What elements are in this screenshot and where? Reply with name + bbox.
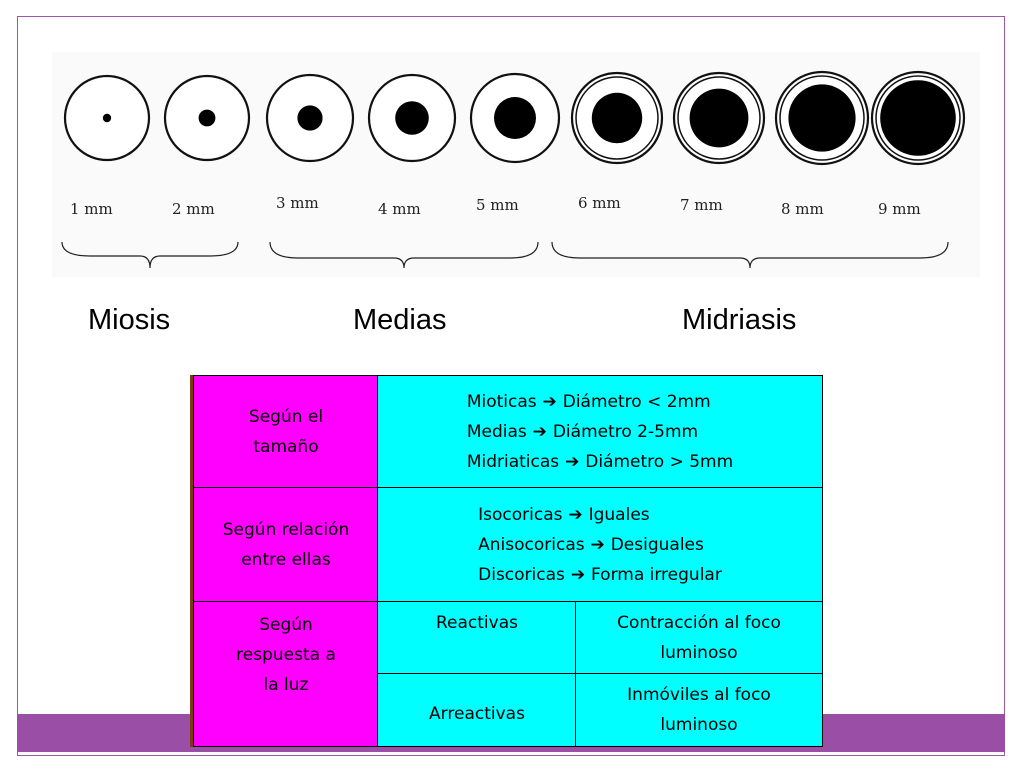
pupil-6mm bbox=[570, 71, 664, 165]
pupil-9mm bbox=[870, 70, 966, 166]
pupil-diagram bbox=[63, 70, 966, 166]
pupil-dot bbox=[591, 92, 643, 144]
brace-medias bbox=[269, 241, 539, 269]
pupil-4mm bbox=[367, 73, 457, 163]
pupil-label-1mm: 1 mm bbox=[70, 200, 113, 218]
size-desc: Diámetro < 2mm bbox=[562, 392, 711, 412]
pupil-label-7mm: 7 mm bbox=[680, 196, 723, 214]
iris-inner-ring bbox=[875, 75, 961, 161]
arreactivas-label: Arreactivas bbox=[429, 704, 525, 724]
reactivas-label: Reactivas bbox=[436, 613, 518, 633]
arreactivas-cell: Arreactivas bbox=[377, 673, 577, 747]
pupil-label-9mm: 9 mm bbox=[878, 200, 921, 218]
relation-line: Discoricas ➔ Forma irregular bbox=[478, 560, 722, 590]
size-desc: Diámetro > 5mm bbox=[585, 452, 734, 472]
arreactivas-desc-cell: Inmóviles al foco luminoso bbox=[575, 673, 823, 747]
relation-line: Isocoricas ➔ Iguales bbox=[478, 500, 650, 530]
size-desc: Diámetro 2-5mm bbox=[552, 422, 699, 442]
pupil-2mm bbox=[163, 74, 251, 162]
relation-desc: Desiguales bbox=[610, 535, 704, 555]
arreactivas-desc: Inmóviles al foco luminoso bbox=[627, 685, 771, 735]
pupil-5mm bbox=[469, 72, 561, 164]
reactivas-desc: Contracción al foco luminoso bbox=[617, 613, 781, 663]
pupil-dot bbox=[102, 113, 112, 123]
pupil-dot bbox=[689, 88, 749, 148]
relation-desc: Iguales bbox=[588, 505, 650, 525]
category-light-response: Según respuesta a la luz bbox=[193, 601, 379, 747]
pupil-dot bbox=[788, 84, 856, 152]
pupil-7mm bbox=[672, 71, 766, 165]
label-miosis: Miosis bbox=[88, 304, 171, 336]
relation-term: Discoricas bbox=[478, 565, 565, 585]
size-line: Medias ➔ Diámetro 2-5mm bbox=[467, 417, 698, 447]
pupil-dot bbox=[494, 97, 536, 139]
pupil-label-6mm: 6 mm bbox=[578, 194, 621, 212]
iris-inner-ring bbox=[575, 76, 659, 160]
size-term: Medias bbox=[466, 422, 527, 442]
arrow-icon: ➔ bbox=[564, 565, 591, 585]
pupil-classification-table: Según el tamaño Mioticas ➔ Diámetro < 2m… bbox=[190, 375, 823, 747]
reactivas-cell: Reactivas bbox=[377, 601, 577, 675]
relation-line: Anisocoricas ➔ Desiguales bbox=[478, 530, 704, 560]
label-medias: Medias bbox=[353, 304, 447, 336]
arrow-icon: ➔ bbox=[526, 422, 553, 442]
relation-term: Anisocoricas bbox=[478, 535, 585, 555]
iris-inner-ring bbox=[677, 76, 761, 160]
pupil-8mm bbox=[774, 70, 870, 166]
category-light-text: Según respuesta a la luz bbox=[236, 615, 336, 695]
reactivas-desc-cell: Contracción al foco luminoso bbox=[575, 601, 823, 675]
category-size: Según el tamaño bbox=[193, 375, 379, 489]
pupil-dot bbox=[198, 109, 216, 127]
arrow-icon: ➔ bbox=[559, 452, 586, 472]
label-midriasis: Midriasis bbox=[682, 304, 797, 336]
arrow-icon: ➔ bbox=[562, 505, 589, 525]
size-line: Midriaticas ➔ Diámetro > 5mm bbox=[467, 447, 733, 477]
brace-miosis bbox=[61, 241, 239, 269]
pupil-dot bbox=[297, 105, 323, 131]
size-line: Mioticas ➔ Diámetro < 2mm bbox=[467, 387, 711, 417]
brace-midriasis bbox=[551, 241, 949, 269]
pupil-3mm bbox=[265, 73, 355, 163]
category-size-text: Según el tamaño bbox=[248, 407, 324, 457]
pupil-label-3mm: 3 mm bbox=[276, 194, 319, 212]
pupil-label-5mm: 5 mm bbox=[476, 196, 519, 214]
iris-inner-ring bbox=[779, 75, 865, 161]
pupil-dot bbox=[880, 80, 956, 156]
pupil-label-8mm: 8 mm bbox=[781, 200, 824, 218]
pupil-1mm bbox=[63, 74, 151, 162]
arrow-icon: ➔ bbox=[584, 535, 611, 555]
relation-term: Isocoricas bbox=[478, 505, 563, 525]
size-term: Midriaticas bbox=[466, 452, 560, 472]
pupil-label-4mm: 4 mm bbox=[378, 200, 421, 218]
category-relation: Según relación entre ellas bbox=[193, 487, 379, 603]
relation-desc: Forma irregular bbox=[591, 565, 722, 585]
category-relation-text: Según relación entre ellas bbox=[222, 520, 350, 570]
pupil-label-2mm: 2 mm bbox=[172, 200, 215, 218]
pupil-dot bbox=[395, 101, 429, 135]
size-term: Mioticas bbox=[466, 392, 537, 412]
arrow-icon: ➔ bbox=[536, 392, 563, 412]
